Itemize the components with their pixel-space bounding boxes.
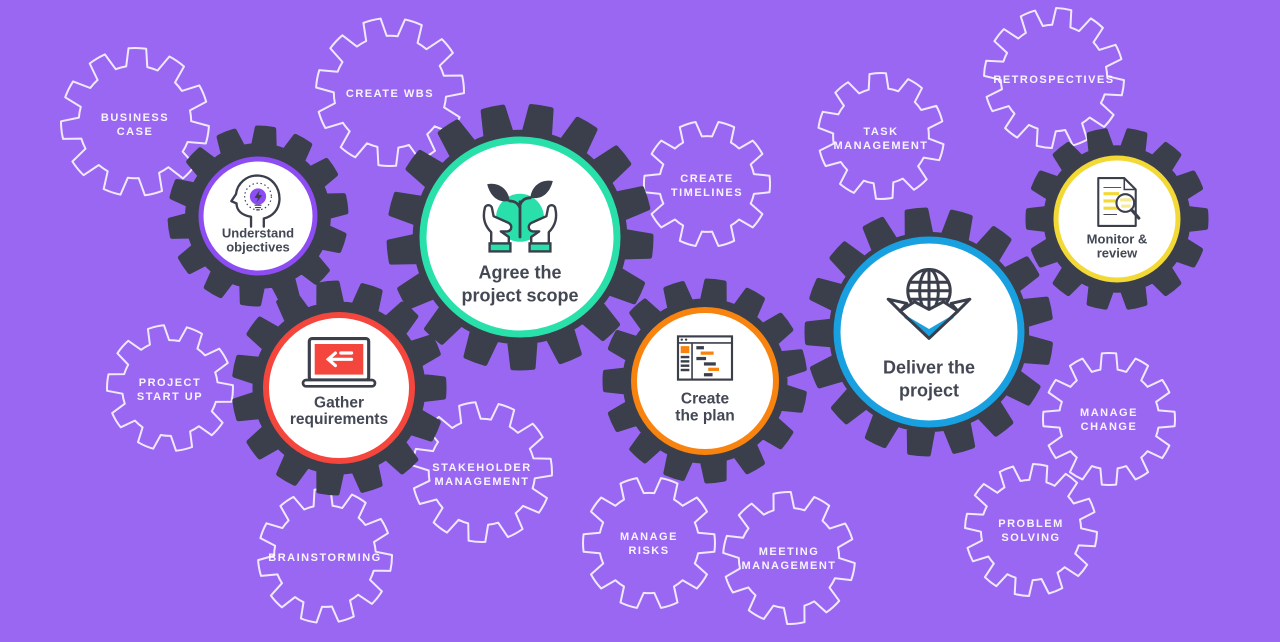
outline-gear-label-line: START UP [137, 391, 203, 403]
solid-gear-label-line: project [899, 380, 959, 400]
globe-box-icon [886, 267, 972, 340]
outline-gear-brainstorming: BRAINSTORMING [257, 487, 394, 624]
outline-gear-manage-change: MANAGE CHANGE [1042, 352, 1176, 486]
outline-gear-business-case: BUSINESS CASE [59, 47, 210, 197]
outline-gear-label-line: PROJECT [139, 377, 201, 389]
outline-gear-label: PROBLEM SOLVING [998, 518, 1064, 544]
outline-gear-label: MANAGE RISKS [620, 531, 678, 557]
head-lightbulb-icon [230, 174, 281, 228]
outline-gear-label-line: MEETING [759, 546, 820, 558]
outline-gear-label-line: MANAGEMENT [434, 476, 529, 488]
outline-gear-label: BUSINESS CASE [101, 112, 169, 138]
outline-gear-label: BRAINSTORMING [268, 552, 381, 564]
outline-gear-label: RETROSPECTIVES [993, 74, 1114, 86]
solid-gear-label-line: Gather [314, 394, 364, 411]
outline-gear-shape [411, 401, 553, 543]
gear-ring [631, 307, 779, 455]
outline-gear-label-line: STAKEHOLDER [432, 462, 531, 474]
outline-gear-label-line: MANAGE [1080, 407, 1138, 419]
outline-gear-shape [817, 72, 945, 200]
gear-ring [198, 156, 318, 276]
solid-gear-monitor-review: Monitor &review [1025, 128, 1209, 310]
outline-gear-label-line: SOLVING [1001, 532, 1060, 544]
outline-gear-stakeholder-management: STAKEHOLDER MANAGEMENT [411, 401, 553, 543]
outline-gear-label-line: TIMELINES [671, 187, 743, 199]
outline-gear-label-line: RISKS [628, 545, 669, 557]
outline-gear-shape [983, 7, 1125, 149]
outline-gear-label: MANAGE CHANGE [1080, 407, 1138, 433]
hands-plant-icon [482, 180, 558, 253]
laptop-icon [301, 337, 377, 388]
document-magnifier-icon [1097, 177, 1141, 227]
outline-gear-task-management: TASK MANAGEMENT [817, 72, 945, 200]
outline-gear-shape [1042, 352, 1176, 486]
outline-gear-create-timelines: CREATE TIMELINES [642, 121, 772, 247]
outline-gear-label-line: CASE [117, 126, 154, 138]
outline-gear-label-line: PROBLEM [998, 518, 1064, 530]
outline-gear-shape [315, 17, 466, 168]
solid-gear-label-line: Understand [222, 226, 294, 241]
outline-gear-label: STAKEHOLDER MANAGEMENT [432, 462, 531, 488]
solid-gear-label-line: requirements [290, 411, 388, 428]
outline-gear-label: CREATE WBS [346, 88, 434, 100]
outline-gear-shape [964, 463, 1098, 597]
outline-gear-shape [59, 47, 210, 197]
outline-gear-label: CREATE TIMELINES [671, 173, 743, 199]
outline-gear-shape [257, 487, 394, 624]
outline-gear-meeting-management: MEETING MANAGEMENT [722, 490, 856, 626]
outline-gear-label-line: MANAGEMENT [741, 560, 836, 572]
outline-gear-shape [722, 490, 856, 626]
outline-gear-label-line: CHANGE [1081, 421, 1138, 433]
solid-gear-label-line: the plan [675, 407, 734, 424]
solid-gear-label: Deliver the project [883, 357, 975, 400]
outline-gear-label: PROJECT START UP [137, 377, 203, 403]
solid-gear-deliver-the-project: Deliver the project [804, 207, 1053, 457]
outline-gear-label-line: TASK [863, 126, 898, 138]
outline-gear-label-line: BUSINESS [101, 112, 169, 124]
solid-gear-label: Monitor &review [1087, 232, 1148, 261]
outline-gear-create-wbs: CREATE WBS [315, 17, 466, 168]
outline-gear-label-line: CREATE [680, 173, 733, 185]
outline-gear-project-start-up: PROJECT START UP [106, 324, 234, 452]
gantt-chart-icon [676, 335, 734, 381]
solid-gear-agree-project-scope: Agree the project scope [386, 104, 654, 371]
outline-gear-label-line: MANAGE [620, 531, 678, 543]
gear-ring [263, 312, 415, 464]
solid-gear-label-line: project scope [461, 285, 578, 305]
solid-gear-label-line: Create [681, 390, 730, 407]
solid-gear-label-line: Deliver the [883, 357, 975, 377]
outline-gear-retrospectives: RETROSPECTIVES [983, 7, 1125, 149]
outline-gear-label-line: BRAINSTORMING [268, 552, 381, 564]
solid-gear-label-line: Agree the [478, 262, 561, 282]
outline-gear-shape [642, 121, 772, 247]
outline-gear-label-line: RETROSPECTIVES [993, 74, 1114, 86]
solid-gear-label-line: review [1097, 246, 1138, 261]
outline-gear-shape [106, 324, 234, 452]
outline-gear-problem-solving: PROBLEM SOLVING [964, 463, 1098, 597]
solid-gear-label: Agree the project scope [461, 262, 578, 305]
outline-gear-shape [582, 477, 716, 609]
outline-gear-label-line: MANAGEMENT [833, 140, 928, 152]
solid-gear-label-line: objectives [226, 240, 290, 255]
solid-gear-label-line: Monitor & [1087, 232, 1148, 247]
outline-gear-label: TASK MANAGEMENT [833, 126, 928, 152]
outline-gear-label: MEETING MANAGEMENT [741, 546, 836, 572]
outline-gear-label-line: CREATE WBS [346, 88, 434, 100]
outline-gear-manage-risks: MANAGE RISKS [582, 477, 716, 609]
